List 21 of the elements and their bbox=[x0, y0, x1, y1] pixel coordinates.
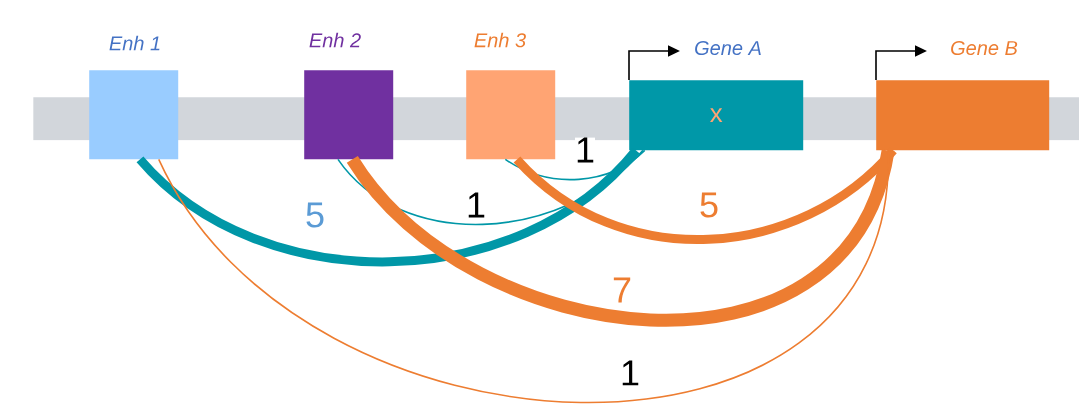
interaction-arc bbox=[347, 148, 895, 327]
node-label: Gene B bbox=[951, 40, 1018, 56]
edge-label: 1 bbox=[466, 192, 486, 218]
interaction-arc bbox=[513, 147, 897, 244]
enhancer-box: Enh 2 bbox=[304, 32, 394, 160]
enhancer-box: Enh 1 bbox=[89, 35, 179, 160]
interaction-arc bbox=[157, 149, 889, 404]
node-label: Enh 2 bbox=[309, 32, 361, 48]
edge-label: 5 bbox=[699, 192, 719, 218]
interaction-arc bbox=[136, 147, 640, 267]
edge-label: 1 bbox=[575, 137, 595, 163]
node-label: Enh 1 bbox=[109, 35, 160, 51]
gene-box: Gene A x bbox=[629, 40, 804, 151]
enhancer-box: Enh 3 bbox=[466, 32, 556, 160]
edge-label: 1 bbox=[620, 360, 640, 386]
edge-label: 7 bbox=[612, 277, 632, 303]
edge-label: 5 bbox=[305, 202, 325, 228]
node-label: Gene A bbox=[695, 40, 761, 56]
gene-box: Gene B bbox=[876, 40, 1050, 151]
node-label: Enh 3 bbox=[474, 32, 526, 48]
interaction-arc bbox=[337, 149, 644, 226]
